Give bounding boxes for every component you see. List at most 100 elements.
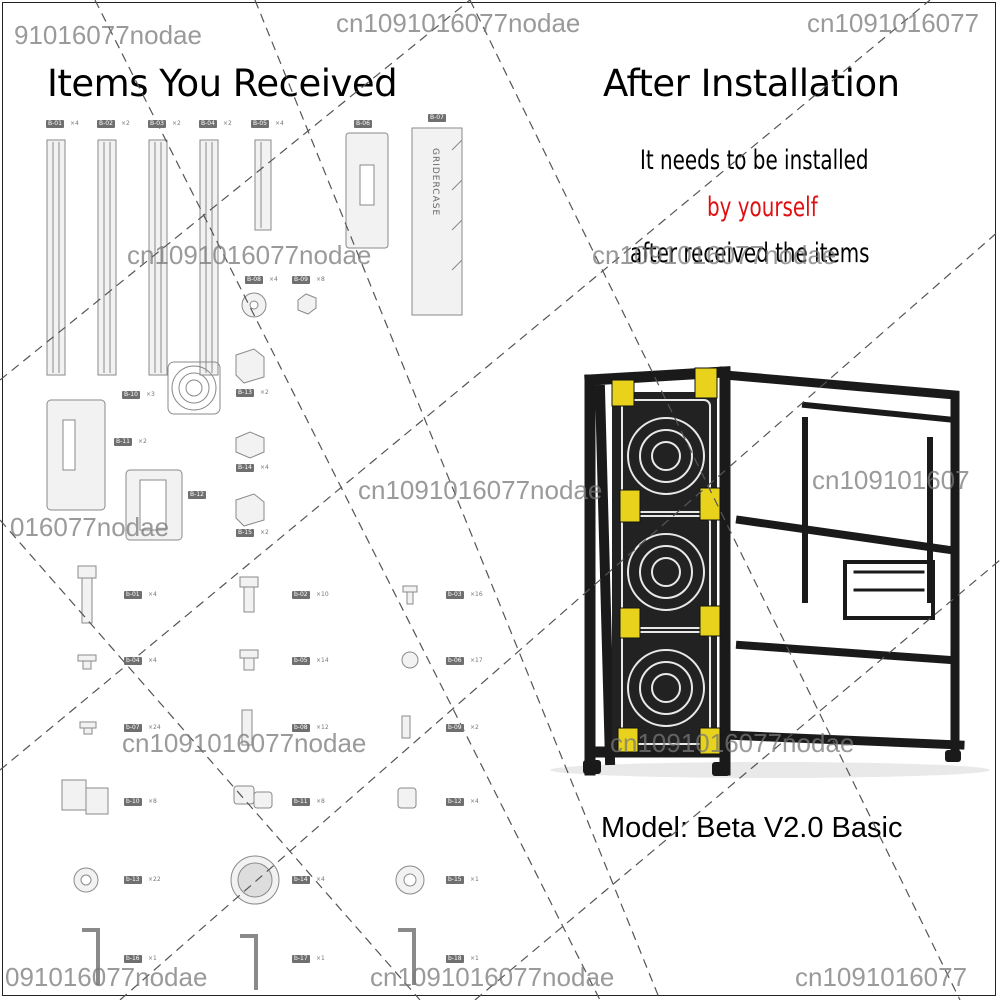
part-code-b07: B-07 [428, 114, 446, 122]
screw-qty-b05: ×14 [316, 657, 329, 664]
screw-qty-b02: ×10 [316, 591, 329, 598]
part-code-b02: B-02 [97, 120, 115, 128]
screw-code-b16: b-16 [124, 955, 142, 963]
screw-qty-b04: ×4 [148, 657, 157, 664]
part-code-b04: B-04 [199, 120, 217, 128]
block-b10 [61, 779, 109, 815]
screw-code-b18: b-18 [446, 955, 464, 963]
part-code-b15: B-15 [236, 529, 254, 537]
screw-qty-b17: ×1 [316, 955, 325, 962]
screw-qty-b03: ×16 [470, 591, 483, 598]
screw-b05 [239, 649, 259, 671]
extrusion-bar-b03 [148, 139, 168, 376]
screw-code-b06: b-06 [446, 657, 464, 665]
part-qty-b13: ×2 [260, 389, 269, 396]
screw-code-b07: b-07 [124, 724, 142, 732]
part-qty-b01: ×4 [70, 120, 79, 127]
screw-code-b17: b-17 [292, 955, 310, 963]
part-qty-b15: ×2 [260, 529, 269, 536]
after-installation-heading: After Installation [603, 62, 900, 105]
side-plate-b07 [411, 127, 463, 316]
part-code-b14: B-14 [236, 464, 254, 472]
install-note-line-3: after received the items [630, 238, 870, 269]
part-qty-b09: ×8 [316, 276, 325, 283]
part-code-b05: B-05 [251, 120, 269, 128]
extrusion-bar-b02 [97, 139, 117, 376]
screw-b01 [77, 565, 97, 624]
screw-b06 [401, 651, 419, 669]
dust-filter-b14 [230, 855, 280, 905]
corner-b13 [235, 348, 265, 384]
spacer-b12 [397, 787, 417, 809]
items-received-heading: Items You Received [47, 62, 398, 105]
part-qty-b14: ×4 [260, 464, 269, 471]
install-note-line-2: by yourself [707, 192, 818, 223]
screw-code-b02: b-02 [292, 591, 310, 599]
screw-qty-b14: ×4 [316, 876, 325, 883]
part-code-b09: B-09 [292, 276, 310, 284]
screw-qty-b15: ×1 [470, 876, 479, 883]
yellow-bracket [611, 379, 635, 407]
standoff-b08 [241, 709, 253, 746]
screw-qty-b09: ×2 [470, 724, 479, 731]
corner-b15 [235, 493, 265, 527]
standoff-b09 [401, 715, 411, 739]
nut-b09 [297, 293, 317, 315]
screw-code-b10: b-10 [124, 798, 142, 806]
extrusion-bar-b04 [199, 139, 219, 376]
screw-qty-b13: ×22 [148, 876, 161, 883]
extrusion-bar-b05 [254, 139, 272, 231]
screw-qty-b11: ×8 [316, 798, 325, 805]
part-qty-b03: ×2 [172, 120, 181, 127]
screw-code-b11: b-11 [292, 798, 310, 806]
corner-b14 [235, 431, 265, 459]
part-code-b01: B-01 [46, 120, 64, 128]
grommet-b15 [395, 865, 425, 895]
install-note-line-1: It needs to be installed [640, 145, 869, 176]
screw-code-b08: b-08 [292, 724, 310, 732]
screw-code-b13: b-13 [124, 876, 142, 884]
bracket-b11 [46, 399, 106, 511]
bracket-b12 [125, 469, 183, 541]
screw-code-b14: b-14 [292, 876, 310, 884]
screw-code-b09: b-09 [446, 724, 464, 732]
plate-b06 [345, 132, 389, 249]
screw-b03 [402, 585, 418, 605]
screw-qty-b01: ×4 [148, 591, 157, 598]
model-label: Model: Beta V2.0 Basic [601, 812, 903, 844]
screw-code-b03: b-03 [446, 591, 464, 599]
part-code-b03: B-03 [148, 120, 166, 128]
part-code-b08: B-08 [245, 276, 263, 284]
screw-qty-b07: ×24 [148, 724, 161, 731]
screw-b07 [79, 721, 97, 735]
part-qty-b11: ×2 [138, 438, 147, 445]
part-code-b10: B-10 [122, 391, 140, 399]
screw-code-b04: b-04 [124, 657, 142, 665]
screw-code-b12: b-12 [446, 798, 464, 806]
allen-key-b17 [240, 934, 258, 990]
allen-key-b18 [398, 928, 416, 985]
part-qty-b10: ×3 [146, 391, 155, 398]
screw-qty-b06: ×17 [470, 657, 483, 664]
screw-qty-b16: ×1 [148, 955, 157, 962]
side-plate-brand-print: GRIDERCASE [430, 148, 440, 217]
part-code-b06: B-06 [354, 120, 372, 128]
screw-qty-b12: ×4 [470, 798, 479, 805]
extrusion-bar-b01 [46, 139, 66, 376]
screw-b02 [239, 576, 259, 613]
grommet-b13 [73, 867, 99, 893]
part-qty-b04: ×2 [223, 120, 232, 127]
part-qty-b08: ×4 [269, 276, 278, 283]
screw-code-b05: b-05 [292, 657, 310, 665]
screw-code-b15: b-15 [446, 876, 464, 884]
part-code-b13: B-13 [236, 389, 254, 397]
assembled-case-illustration [550, 366, 990, 778]
part-qty-b05: ×4 [275, 120, 284, 127]
screw-qty-b18: ×1 [470, 955, 479, 962]
allen-key-b16 [82, 928, 100, 985]
part-code-b12: B-12 [188, 491, 206, 499]
